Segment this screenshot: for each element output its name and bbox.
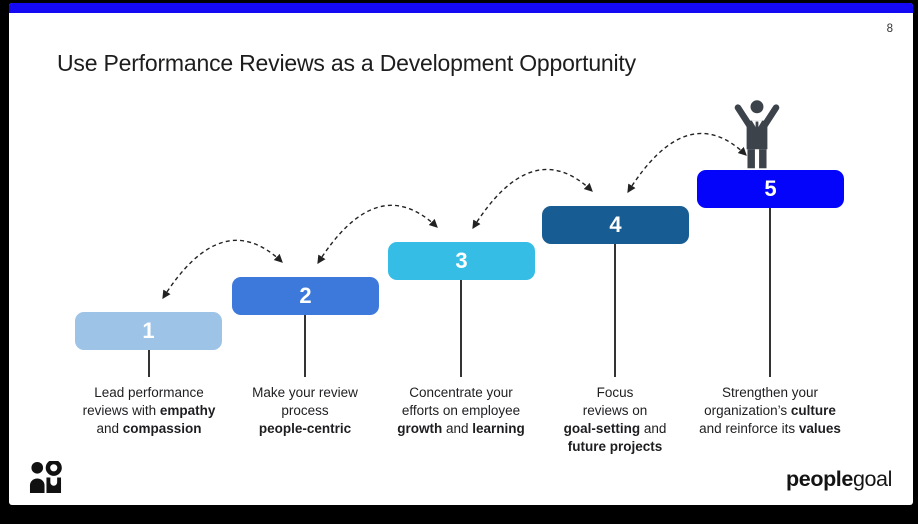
step-number-5: 5 <box>764 176 777 201</box>
slide-title: Use Performance Reviews as a Development… <box>57 50 636 76</box>
peoplegoal-wordmark: peoplegoal <box>786 467 892 492</box>
page-number: 8 <box>886 23 893 35</box>
step-caption-4: Focus reviews on goal-setting and future… <box>563 385 667 454</box>
step-number-4: 4 <box>609 212 622 237</box>
celebrating-person-icon <box>734 100 780 169</box>
step-box-5: 5 <box>697 170 844 208</box>
step-caption-2: Make your review process people-centric <box>252 385 358 436</box>
connector-line-5 <box>769 208 771 377</box>
step-caption-1: Lead performance reviews with empathy an… <box>82 385 216 436</box>
step-caption-3: Concentrate your efforts on employee gro… <box>397 385 525 436</box>
accent-bar <box>9 3 913 13</box>
connector-line-3 <box>460 280 462 377</box>
step-number-1: 1 <box>142 318 155 343</box>
connector-line-4 <box>614 244 616 377</box>
step-number-3: 3 <box>455 248 468 273</box>
step-box-3: 3 <box>388 242 535 280</box>
connector-line-2 <box>304 315 306 377</box>
brand-bold: people <box>786 467 853 491</box>
brand-light: goal <box>852 467 892 491</box>
step-box-1: 1 <box>75 312 222 350</box>
step-caption-5: Strengthen your organization’s culture a… <box>699 385 841 436</box>
step-box-2: 2 <box>232 277 379 315</box>
step-number-2: 2 <box>299 283 312 308</box>
peoplegoal-logo-mark-icon <box>29 461 62 494</box>
connector-line-1 <box>148 350 150 377</box>
slide: 8 Use Performance Reviews as a Developme… <box>9 3 913 505</box>
step-box-4: 4 <box>542 206 689 244</box>
